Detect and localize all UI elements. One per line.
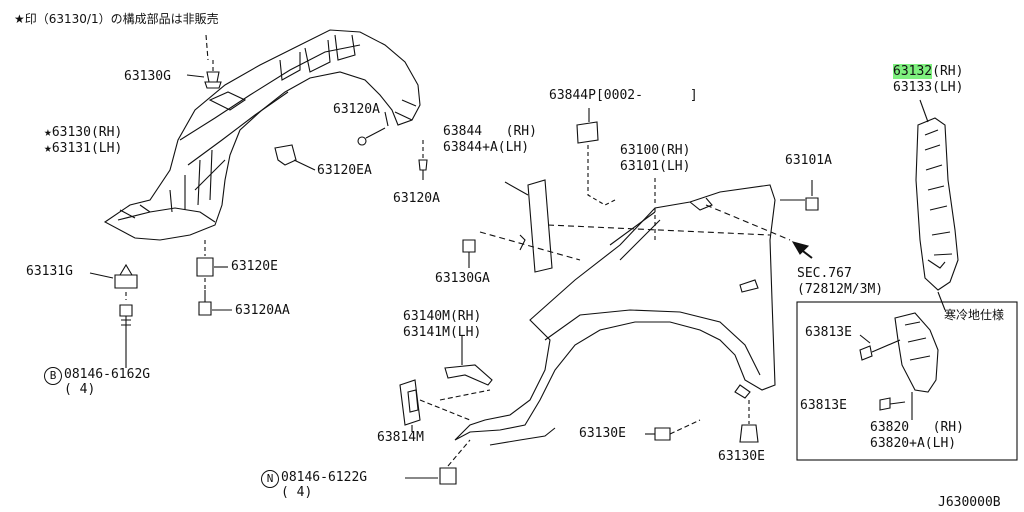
- screw-63120AA: [198, 278, 232, 316]
- cold-spec-box: [796, 301, 1018, 461]
- bolt-N: [405, 439, 471, 485]
- label-63101A[interactable]: 63101A: [785, 153, 832, 168]
- label-63130GA[interactable]: 63130GA: [435, 271, 490, 286]
- screw-63120A-2: [418, 140, 428, 180]
- screw-63120A-1: [357, 127, 386, 146]
- label-63120AA[interactable]: 63120AA: [235, 303, 290, 318]
- front-fender-shape: [454, 178, 776, 446]
- label-bolt-b[interactable]: 08146-6162G: [64, 367, 151, 382]
- label-63130E-1[interactable]: 63130E: [579, 426, 626, 441]
- label-63120A-1[interactable]: 63120A: [333, 102, 380, 117]
- label-bolt-n[interactable]: 08146-6122G: [281, 470, 368, 485]
- label-63130G[interactable]: 63130G: [124, 69, 171, 84]
- badge-n: N: [261, 470, 279, 488]
- bracket-63140M: [439, 335, 493, 401]
- label-63813E-1[interactable]: 63813E: [805, 325, 852, 340]
- label-63141M-lh[interactable]: 63141M(LH): [403, 325, 482, 340]
- non-sale-note: ★印（63130/1）の構成部品は非販売: [14, 12, 219, 26]
- label-63120E[interactable]: 63120E: [231, 259, 278, 274]
- label-63120EA[interactable]: 63120EA: [317, 163, 372, 178]
- sec-767-arrow: [791, 241, 813, 259]
- clip-63130E-1: [645, 419, 701, 441]
- clip-63130E-2: [739, 400, 759, 443]
- bolt-B: [119, 304, 133, 368]
- label-63132-side: (RH): [932, 64, 964, 79]
- label-63844P[interactable]: 63844P[0002- ]: [549, 88, 698, 103]
- cold-spec-part: [859, 312, 939, 420]
- label-sec-767[interactable]: SEC.767: [797, 266, 852, 281]
- label-63101-lh[interactable]: 63101(LH): [620, 159, 691, 174]
- cold-spec-title: 寒冷地仕様: [944, 308, 1005, 322]
- clip-63130GA: [462, 239, 476, 268]
- diagram-code: J630000B: [938, 495, 1001, 510]
- label-63814M[interactable]: 63814M: [377, 430, 424, 445]
- label-63820A-lh[interactable]: 63820+A(LH): [870, 436, 957, 451]
- label-bolt-n-qty: ( 4): [281, 485, 313, 500]
- label-sec-ref: (72812M/3M): [797, 282, 884, 297]
- label-63131-lh[interactable]: ★63131(LH): [44, 141, 123, 156]
- label-63133-lh[interactable]: 63133(LH): [893, 80, 964, 95]
- seal-63844: [504, 179, 553, 273]
- pad-63844P: [576, 108, 616, 206]
- label-63813E-2[interactable]: 63813E: [800, 398, 847, 413]
- label-63140M-rh[interactable]: 63140M(RH): [403, 309, 482, 324]
- bracket-63814M: [399, 379, 471, 432]
- clip-63120E: [196, 240, 228, 277]
- label-63132-highlighted[interactable]: 63132: [893, 64, 933, 79]
- label-63820-rh[interactable]: 63820 (RH): [870, 420, 964, 435]
- fender-liner-shape: [103, 29, 421, 241]
- label-63844A-lh[interactable]: 63844+A(LH): [443, 140, 530, 155]
- label-63130-rh[interactable]: ★63130(RH): [44, 125, 123, 140]
- label-bolt-b-qty: ( 4): [64, 382, 96, 397]
- label-63100-rh[interactable]: 63100(RH): [620, 143, 691, 158]
- bracket-63120EA: [274, 144, 316, 171]
- label-63130E-2[interactable]: 63130E: [718, 449, 765, 464]
- label-63131G[interactable]: 63131G: [26, 264, 73, 279]
- panel-63132-shape: [915, 99, 959, 311]
- badge-b: B: [44, 367, 62, 385]
- label-63844-rh[interactable]: 63844 (RH): [443, 124, 537, 139]
- screw-63101A: [780, 180, 819, 211]
- clip-63130G: [204, 60, 222, 89]
- label-63120A-2[interactable]: 63120A: [393, 191, 440, 206]
- clip-63131G: [89, 263, 138, 289]
